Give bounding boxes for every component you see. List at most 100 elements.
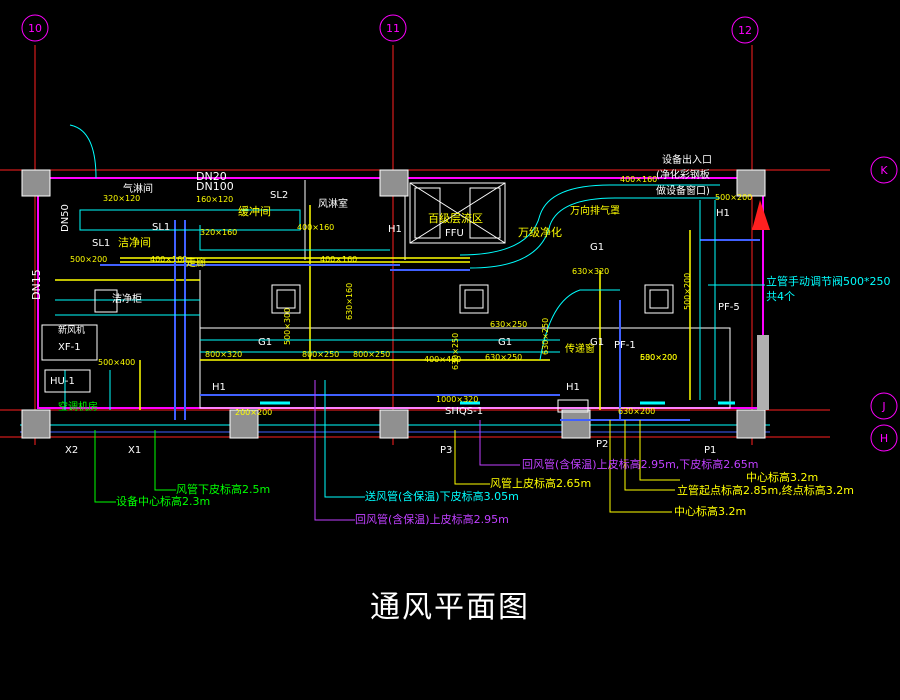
grid-bubble-10: 10 bbox=[21, 14, 49, 42]
label-xf1-name: 新风机 bbox=[58, 324, 85, 336]
grid-label-h: H bbox=[880, 432, 888, 445]
room-class-10000: 万级净化 bbox=[518, 225, 562, 239]
supply-ducts bbox=[55, 205, 691, 410]
column bbox=[379, 409, 409, 439]
column bbox=[561, 409, 591, 439]
duct-size: 630×250 bbox=[541, 318, 550, 355]
duct-size: 500×300 bbox=[283, 308, 292, 345]
label-g1-b: G1 bbox=[498, 337, 512, 348]
duct-size: 320×120 bbox=[103, 194, 140, 203]
wall-panel bbox=[757, 335, 769, 410]
label-shqs1: SHQS-1 bbox=[445, 406, 483, 417]
label-dn15: DN15 bbox=[30, 269, 43, 300]
label-p3: P3 bbox=[440, 445, 452, 456]
label-xf1: XF-1 bbox=[58, 342, 81, 353]
equipment-xf1 bbox=[41, 324, 98, 361]
duct-size: 400×400 bbox=[424, 355, 461, 364]
structural-columns bbox=[21, 169, 766, 439]
drawing-title: 通风平面图 bbox=[370, 590, 530, 625]
room-ac-room: 空调机房 bbox=[58, 400, 98, 413]
elev-return-top-bottom: 回风管(含保温)上皮标高2.95m,下皮标高2.65m bbox=[522, 457, 759, 471]
elev-duct-top: 风管上皮标高2.65m bbox=[490, 476, 591, 490]
duct-size: 800×250 bbox=[353, 350, 390, 359]
label-pf1: PF-1 bbox=[614, 340, 636, 351]
duct-size: 630×250 bbox=[451, 333, 460, 370]
note-valve: 立管手动调节阀500*250 bbox=[766, 274, 891, 288]
column bbox=[21, 169, 51, 197]
column bbox=[379, 169, 409, 197]
column bbox=[21, 409, 51, 439]
label-h1-b: H1 bbox=[388, 224, 402, 235]
label-x1: X1 bbox=[128, 445, 141, 456]
diffuser bbox=[459, 284, 489, 314]
label-h1-c: H1 bbox=[566, 382, 580, 393]
grid-bubble-h: H bbox=[870, 424, 898, 452]
label-g1-a: G1 bbox=[258, 337, 272, 348]
grid-bubble-12: 12 bbox=[731, 16, 759, 44]
grid-label-11: 11 bbox=[386, 22, 400, 35]
grid-bubble-j: J bbox=[870, 392, 898, 420]
duct-size: 500×400 bbox=[98, 358, 135, 367]
note-valve-count: 共4个 bbox=[766, 290, 795, 303]
label-p2: P2 bbox=[596, 439, 608, 450]
elev-supply-bottom: 送风管(含保温)下皮标高3.05m bbox=[365, 489, 519, 503]
grid-label-10: 10 bbox=[28, 22, 42, 35]
duct-size: 630×250 bbox=[485, 353, 522, 362]
ventilation-floor-plan: 10 11 12 K J H bbox=[0, 14, 898, 526]
duct-size: 500×200 bbox=[70, 255, 107, 264]
room-air-shower: 气淋间 bbox=[123, 182, 153, 195]
diffuser bbox=[94, 289, 118, 313]
laminar-flow-zone bbox=[409, 182, 506, 244]
label-pf5: PF-5 bbox=[718, 302, 740, 313]
duct-size: 800×250 bbox=[302, 350, 339, 359]
grid-bubble-k: K bbox=[870, 156, 898, 184]
label-x2: X2 bbox=[65, 445, 78, 456]
label-sl2: SL2 bbox=[270, 190, 288, 201]
room-aisle: 走廊 bbox=[186, 256, 206, 269]
room-pass-box: 传递窗 bbox=[565, 342, 595, 355]
duct-size: 400×160 bbox=[297, 223, 334, 232]
elev-center-b: 中心标高3.2m bbox=[674, 504, 746, 518]
note-equip-entry-2: (净化彩钢板 bbox=[656, 168, 710, 181]
grid-bubble-11: 11 bbox=[379, 14, 407, 42]
equipment-h1 bbox=[557, 399, 589, 413]
red-marker bbox=[752, 200, 770, 230]
label-dn100: DN100 bbox=[196, 180, 234, 193]
duct-size: 500×200 bbox=[683, 273, 692, 310]
duct-size: 1000×320 bbox=[436, 395, 478, 404]
label-sl1: SL1 bbox=[92, 238, 110, 249]
room-air-shower-room: 风淋室 bbox=[318, 197, 348, 210]
equipment-hu1 bbox=[44, 369, 91, 393]
leader-lines bbox=[94, 380, 680, 521]
label-g1-c: G1 bbox=[590, 242, 604, 253]
room-exhaust-fan: 万向排气罩 bbox=[570, 204, 620, 217]
diffuser bbox=[644, 284, 674, 314]
duct-size: 630×200 bbox=[618, 407, 655, 416]
duct-size: 320×160 bbox=[200, 228, 237, 237]
room-laminar-flow: 百级层流区 bbox=[428, 211, 483, 225]
elev-duct-bottom: 风管下皮标高2.5m bbox=[176, 482, 270, 496]
elev-center-a: 中心标高3.2m bbox=[746, 470, 818, 484]
room-buffer-room: 缓冲间 bbox=[238, 204, 271, 218]
duct-size: 630×250 bbox=[490, 320, 527, 329]
duct-size: 630×200 bbox=[640, 353, 677, 362]
label-p1: P1 bbox=[704, 445, 716, 456]
elev-return-top: 回风管(含保温)上皮标高2.95m bbox=[355, 512, 509, 526]
label-h1-a: H1 bbox=[212, 382, 226, 393]
label-sl1-b: SL1 bbox=[152, 222, 170, 233]
grid-label-k: K bbox=[880, 164, 888, 177]
duct-outlines bbox=[55, 184, 720, 410]
label-dn20: DN20 bbox=[196, 170, 227, 183]
duct-size: 400×160 bbox=[320, 255, 357, 264]
return-ducts bbox=[100, 220, 760, 421]
column bbox=[736, 169, 766, 197]
duct-size: 630×320 bbox=[572, 267, 609, 276]
room-clean-room: 洁净间 bbox=[118, 235, 151, 249]
duct-size: 400×160 bbox=[620, 175, 657, 184]
duct-size: 800×320 bbox=[205, 350, 242, 359]
label-g1-d: G1 bbox=[590, 337, 604, 348]
elev-equip-center: 设备中心标高2.3m bbox=[116, 494, 210, 508]
duct-size: 200×200 bbox=[235, 408, 272, 417]
label-hu1: HU-1 bbox=[50, 376, 75, 387]
duct-size: 500×200 bbox=[715, 193, 752, 202]
